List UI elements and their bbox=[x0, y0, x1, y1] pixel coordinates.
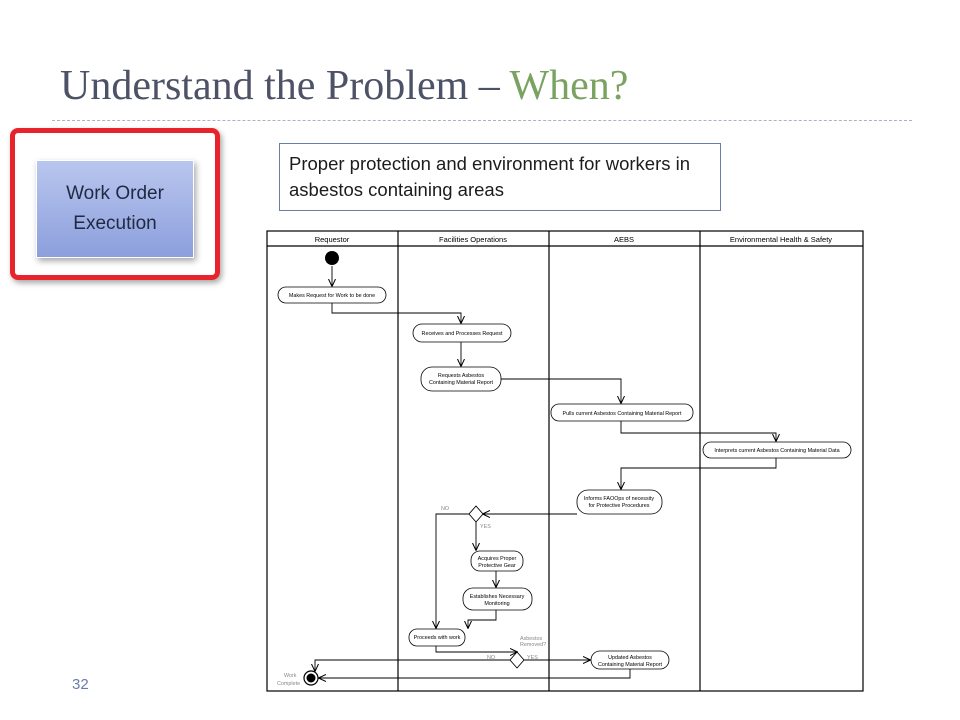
flow-update-to-end bbox=[319, 669, 631, 678]
activity-updates-report bbox=[590, 650, 670, 670]
lane-facilities-operations: Facilities Operations bbox=[439, 235, 507, 244]
activity-requests-report bbox=[420, 366, 502, 392]
label-acquires-2: Protective Gear bbox=[478, 563, 516, 569]
label-asbestos-2: Removed? bbox=[520, 642, 546, 648]
callout-box: Proper protection and environment for wo… bbox=[279, 143, 721, 211]
end-node bbox=[303, 670, 319, 686]
swimlanes bbox=[266, 230, 864, 692]
label-makes-request: Makes Request for Work to be done bbox=[289, 293, 375, 299]
label-acquires-1: Acquires Proper bbox=[478, 556, 517, 562]
label-pulls-report: Pulls current Asbestos Containing Materi… bbox=[563, 411, 682, 417]
lane-requestor: Requestor bbox=[315, 235, 350, 244]
title-main: Understand the Problem – bbox=[60, 63, 510, 109]
flow-interpret-to-inform bbox=[621, 458, 777, 489]
activity-informs-faoops bbox=[576, 489, 663, 515]
guard-yes-1: YES bbox=[480, 524, 491, 530]
label-work-complete-2: Complete bbox=[277, 681, 300, 687]
label-proceeds: Proceeds with work bbox=[414, 635, 461, 641]
label-updates-1: Updated Asbestos bbox=[608, 655, 652, 661]
label-requests-report-1: Requests Asbestos bbox=[438, 373, 484, 379]
flow-proceed-to-decision bbox=[435, 646, 517, 652]
flow-establish-to-proceed bbox=[468, 610, 497, 628]
label-informs-1: Informs FAOOps of necessity bbox=[584, 496, 654, 502]
activity-makes-request bbox=[277, 286, 387, 304]
guard-no-1: NO bbox=[441, 506, 449, 512]
flow-decision-no bbox=[436, 513, 469, 628]
label-asbestos-1: Asbestos bbox=[520, 636, 542, 642]
page-number: 32 bbox=[72, 676, 89, 693]
activity-proceeds-work bbox=[408, 628, 466, 647]
lane-aebs: AEBS bbox=[614, 235, 634, 244]
label-informs-2: for Protective Procedures bbox=[589, 503, 650, 509]
label-establishes-2: Monitoring bbox=[484, 601, 509, 607]
title-highlight: When? bbox=[509, 63, 629, 109]
activity-establishes-monitoring bbox=[462, 587, 533, 611]
guard-no-2: NO bbox=[487, 655, 495, 661]
activity-acquires-gear bbox=[470, 550, 524, 572]
flow-request-to-receive bbox=[331, 303, 461, 323]
flow-pull-to-interpret bbox=[620, 421, 776, 441]
decision-asbestos-removed bbox=[509, 651, 525, 669]
label-receives-request: Receives and Processes Request bbox=[422, 331, 503, 337]
flow-request-to-pull bbox=[501, 378, 621, 403]
start-node bbox=[325, 251, 339, 265]
title-divider bbox=[52, 120, 912, 121]
activity-interprets-data bbox=[702, 441, 852, 459]
decision-protection-needed bbox=[468, 505, 484, 523]
slide-title: Understand the Problem – When? bbox=[60, 62, 628, 110]
work-order-execution-box: Work Order Execution bbox=[36, 160, 194, 258]
label-interprets-data: Interprets current Asbestos Containing M… bbox=[714, 448, 839, 454]
label-establishes-1: Establishes Necessary bbox=[470, 594, 525, 600]
activity-pulls-report bbox=[550, 403, 694, 422]
label-updates-2: Containing Material Report bbox=[598, 662, 663, 668]
label-work-complete-1: Work bbox=[284, 673, 297, 679]
guard-yes-2: YES bbox=[527, 655, 538, 661]
label-requests-report-2: Containing Material Report bbox=[429, 380, 494, 386]
highlight-frame bbox=[10, 128, 220, 280]
activity-receives-request bbox=[412, 323, 512, 343]
lane-ehs: Environmental Health & Safety bbox=[730, 235, 832, 244]
flow-decision-to-end bbox=[315, 659, 510, 671]
